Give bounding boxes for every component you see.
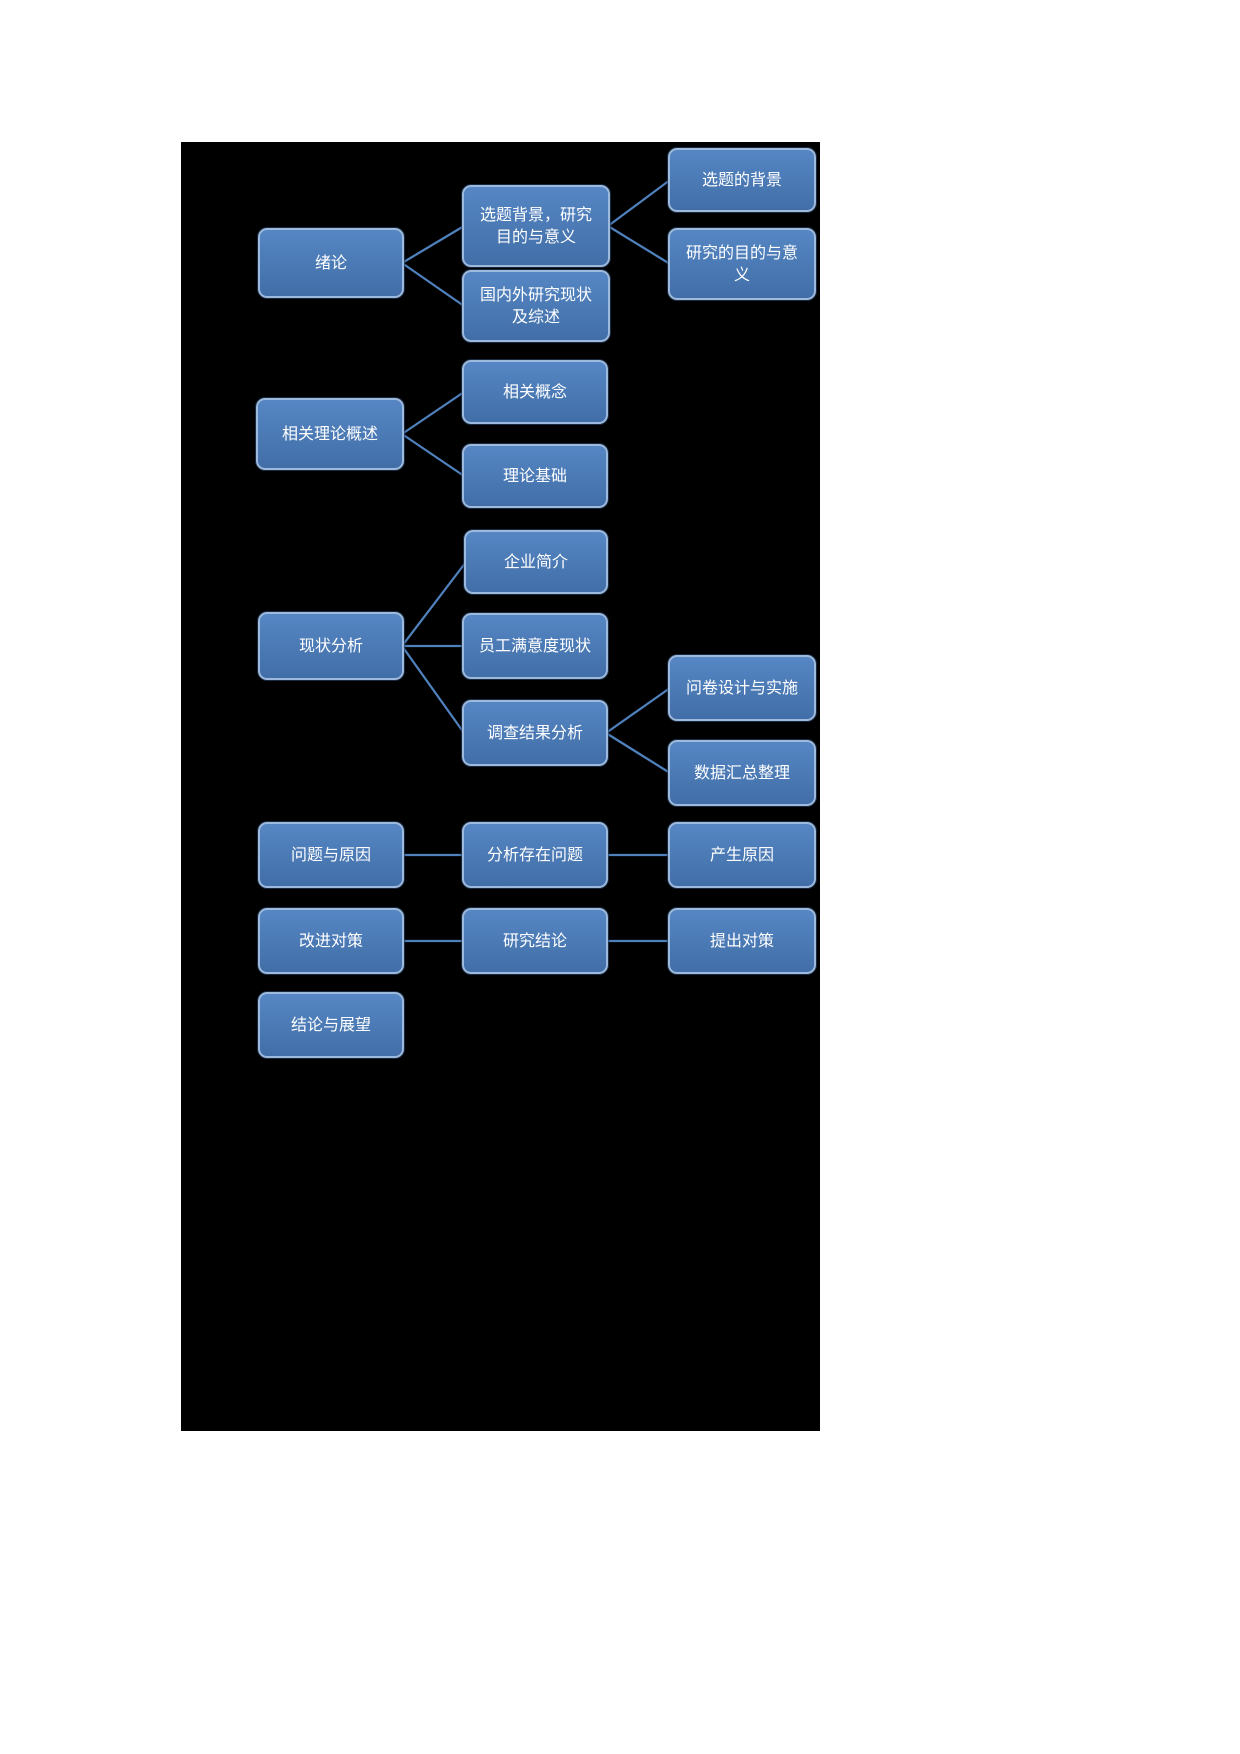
connector-line — [401, 391, 465, 435]
node-theory-basis: 理论基础 — [462, 444, 608, 508]
node-intro: 绪论 — [258, 228, 404, 298]
connector-line — [401, 645, 465, 734]
node-research-purpose: 研究的目的与意义 — [668, 228, 816, 300]
node-conclusion-outlook: 结论与展望 — [258, 992, 404, 1058]
node-company-profile: 企业简介 — [464, 530, 608, 594]
node-related-concepts: 相关概念 — [462, 360, 608, 424]
node-survey-analysis: 调查结果分析 — [462, 700, 608, 766]
connector-line — [401, 561, 467, 647]
node-causes: 产生原因 — [668, 822, 816, 888]
node-countermeasures: 提出对策 — [668, 908, 816, 974]
node-topic-bg-purpose: 选题背景，研究目的与意义 — [462, 185, 610, 267]
node-research-review: 国内外研究现状及综述 — [462, 270, 610, 342]
diagram-canvas: 绪论 选题背景，研究目的与意义 国内外研究现状及综述 选题的背景 研究的目的与意… — [181, 142, 820, 1431]
node-status-analysis: 现状分析 — [258, 612, 404, 680]
node-topic-background: 选题的背景 — [668, 148, 816, 212]
connector-line — [401, 262, 465, 307]
node-theory-overview: 相关理论概述 — [256, 398, 404, 470]
node-problems-causes: 问题与原因 — [258, 822, 404, 888]
connector-line — [607, 179, 671, 227]
node-analyze-problems: 分析存在问题 — [462, 822, 608, 888]
connector-line — [607, 225, 671, 265]
connector-line — [605, 687, 671, 734]
connector-line — [605, 732, 671, 774]
node-research-conclusion: 研究结论 — [462, 908, 608, 974]
connector-line — [401, 433, 465, 477]
node-improvement: 改进对策 — [258, 908, 404, 974]
node-satisfaction-status: 员工满意度现状 — [462, 613, 608, 679]
connector-line — [401, 225, 465, 264]
node-data-summary: 数据汇总整理 — [668, 740, 816, 806]
node-questionnaire: 问卷设计与实施 — [668, 655, 816, 721]
